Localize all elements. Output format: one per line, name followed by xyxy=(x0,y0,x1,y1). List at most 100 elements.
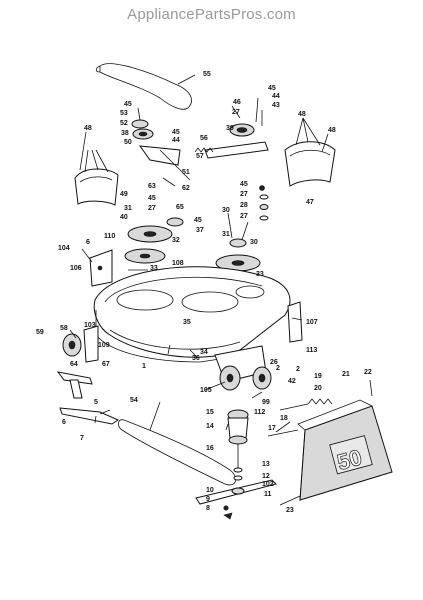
callout-label: 99 xyxy=(262,399,270,406)
mower-blade xyxy=(195,479,277,520)
belt-guard-49 xyxy=(74,149,119,206)
callout-label: 112 xyxy=(254,409,265,416)
callout-label: 46 xyxy=(233,99,241,106)
callout-label: 44 xyxy=(272,93,280,100)
callout-label: 109 xyxy=(98,342,110,349)
callout-label: 48 xyxy=(84,125,92,132)
callout-label: 45 xyxy=(172,129,180,136)
bracket-107 xyxy=(287,301,303,343)
callout-label: 50 xyxy=(124,139,132,146)
callout-label: 2 xyxy=(296,366,300,373)
callout-label: 58 xyxy=(60,325,68,332)
callout-label: 48 xyxy=(328,127,336,134)
decal-23 xyxy=(297,399,393,501)
callout-label: 45 xyxy=(148,195,156,202)
callout-label: 107 xyxy=(306,319,318,326)
callout-label: 20 xyxy=(314,385,322,392)
callout-label: 23 xyxy=(286,507,294,514)
callout-label: 57 xyxy=(196,153,204,160)
callout-label: 49 xyxy=(120,191,128,198)
callout-label: 27 xyxy=(240,191,248,198)
callout-label: 33 xyxy=(150,265,158,272)
callout-label: 63 xyxy=(148,183,156,190)
callout-label: 5 xyxy=(94,399,98,406)
callout-label: 35 xyxy=(183,319,191,326)
fastener-stack-right xyxy=(259,185,269,221)
callout-label: 33 xyxy=(256,271,264,278)
callout-label: 21 xyxy=(342,371,350,378)
callout-label: 65 xyxy=(176,204,184,211)
callout-label: 27 xyxy=(240,213,248,220)
belt-54 xyxy=(118,419,237,486)
idler-pulley-stack xyxy=(131,119,191,181)
callout-label: 64 xyxy=(70,361,78,368)
callout-labels: 55 45 46 27 45 44 43 53 52 38 50 45 44 3… xyxy=(36,71,372,514)
callout-label: 31 xyxy=(124,205,132,212)
callout-label: 34 xyxy=(200,349,208,356)
callout-label: 30 xyxy=(250,239,258,246)
callout-label: 108 xyxy=(172,260,184,267)
callout-label: 52 xyxy=(120,120,128,127)
callout-label: 16 xyxy=(206,445,214,452)
callout-label: 17 xyxy=(268,425,276,432)
callout-label: 62 xyxy=(182,185,190,192)
callout-label: 30 xyxy=(222,207,230,214)
callout-label: 37 xyxy=(196,227,204,234)
callout-label: 45 xyxy=(124,101,132,108)
callout-label: 2 xyxy=(276,365,280,372)
callout-label: 27 xyxy=(232,109,240,116)
pulley-39-bracket xyxy=(204,110,269,159)
watermark-text: AppliancePartsPros.com xyxy=(127,6,296,23)
callout-label: 42 xyxy=(288,378,296,385)
callout-label: 28 xyxy=(240,202,248,209)
belt-55 xyxy=(95,63,192,110)
callout-label: 55 xyxy=(203,71,211,78)
callout-label: 10 xyxy=(206,487,214,494)
belt-guard-47 xyxy=(284,117,336,187)
callout-label: 105 xyxy=(200,387,212,394)
callout-label: 31 xyxy=(222,231,230,238)
callout-label: 51 xyxy=(182,169,190,176)
callout-label: 45 xyxy=(194,217,202,224)
callout-label: 12 xyxy=(262,473,270,480)
pin-17 xyxy=(267,429,299,437)
callout-label: 19 xyxy=(314,373,322,380)
callout-label: 67 xyxy=(102,361,110,368)
callout-label: 39 xyxy=(226,125,234,132)
callout-label: 9 xyxy=(206,496,210,503)
callout-label: 47 xyxy=(306,199,314,206)
callout-label: 27 xyxy=(148,205,156,212)
callout-label: 53 xyxy=(120,110,128,117)
callout-label: 102 xyxy=(262,481,274,488)
callout-label: 11 xyxy=(264,491,272,498)
callout-label: 103 xyxy=(84,322,96,329)
callout-label: 36 xyxy=(192,355,200,362)
callout-label: 32 xyxy=(172,237,180,244)
callout-label: 13 xyxy=(262,461,270,468)
callout-label: 48 xyxy=(298,111,306,118)
callout-label: 8 xyxy=(206,505,210,512)
leader-lines xyxy=(69,74,373,506)
callout-label: 54 xyxy=(130,397,138,404)
callout-label: 7 xyxy=(80,435,84,442)
spindle-pulleys-left xyxy=(124,217,184,264)
bracket-106 xyxy=(89,249,113,287)
callout-label: 22 xyxy=(364,369,372,376)
callout-label: 1 xyxy=(142,363,146,370)
callout-label: 18 xyxy=(280,415,288,422)
callout-label: 6 xyxy=(62,419,66,426)
gauge-wheel-left xyxy=(62,325,99,363)
spindle-pulley-right xyxy=(215,238,261,272)
spring-21 xyxy=(279,398,333,411)
callout-label: 45 xyxy=(268,85,276,92)
callout-label: 59 xyxy=(36,329,44,336)
callout-label: 15 xyxy=(206,409,214,416)
callout-label: 45 xyxy=(240,181,248,188)
callout-label: 56 xyxy=(200,135,208,142)
callout-label: 110 xyxy=(104,233,115,240)
callout-label: 104 xyxy=(58,245,70,252)
callout-label: 44 xyxy=(172,137,180,144)
callout-label: 14 xyxy=(206,423,214,430)
spring-56 xyxy=(194,147,214,153)
